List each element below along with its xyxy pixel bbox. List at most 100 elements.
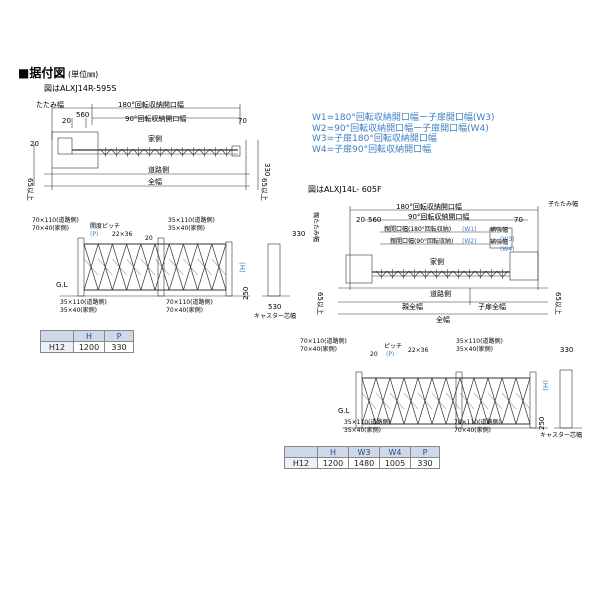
table-row: H12 1200 330 [40,341,134,353]
plan-b-oyaopen90: 親開口幅(90°回転収納) [390,237,453,245]
elev-b-d250: 250 [538,417,546,430]
elev-b-h: (H) [541,380,549,391]
elev-b-gl: G.L [338,407,350,415]
plan-b-open90: 90°回転収納開口幅 [408,212,469,221]
gate-member-line [458,270,465,278]
table-b-header-cell [284,446,318,458]
elevation-a-lattice [83,243,227,291]
model-a-label: 図はALXJ14R-595S [44,84,116,93]
width-legend: W1=180°回転収納開口幅ー子扉開口幅(W3) W2=90°回転収納開口幅ー子… [312,113,495,155]
plan-b-open180: 180°回転収納開口幅 [396,202,462,211]
gate-member-line [187,148,194,156]
plan-b-road: 道路側 [430,289,451,298]
gate-member-line [375,270,382,278]
table-a-header-cell [40,330,74,342]
plan-b-oya: 親たたみ幅 [312,212,320,242]
legend-w4: W4=子扉90°回転収納開口幅 [312,144,432,155]
elev-b-bot-l-road: 35×110(道路側) [344,418,391,426]
elev-a-caster: キャスター芯幅 [254,312,296,320]
gate-member-line [397,270,404,278]
gate-member-line [198,148,205,156]
gate-member-line [375,392,391,410]
gate-member-line [211,258,227,276]
elev-a-post-r-road: 35×110(道路側) [168,216,215,224]
plan-a-road: 道路側 [148,165,169,174]
elev-a-bot-l-road: 35×110(道路側) [60,298,107,306]
plan-a-open180: 180°回転収納開口幅 [118,100,184,109]
plan-b-house: 家側 [430,257,444,266]
spec-table-a: H P H12 1200 330 [40,330,134,353]
gate-member-line [485,270,492,278]
heading-title: ■据付図 [18,65,65,80]
gate-member-line [463,270,470,278]
gate-member-line [487,392,503,410]
gate-member-line [430,270,437,278]
gate-member-line [204,148,211,156]
elev-a-p: (P) [90,231,98,238]
plan-b-kozen: 子扉全幅 [478,302,506,311]
plan-b-d20: 20 [356,216,365,224]
table-b-header-cell: W3 [348,446,380,458]
gate-member-line [431,392,447,410]
elev-a-d20: 20 [145,235,153,242]
table-a-header-cell: P [104,330,134,342]
table-cell: H12 [284,457,318,469]
gate-member-line [469,270,476,278]
plan-b-d65: 65以上 [316,292,325,315]
table-b-header-cell: P [410,446,440,458]
gate-member-line [389,392,405,410]
table-cell: 1005 [379,457,411,469]
gate-member-line [417,392,433,410]
gate-member-line [220,148,227,156]
elevation-b-lattice [361,377,531,425]
elev-b-top-r-house: 35×40(家側) [456,345,493,353]
elev-b-top-r-road: 35×110(道路側) [456,337,503,345]
elev-a-pitch: 開度ピッチ [90,222,120,230]
table-cell: 330 [104,341,134,353]
plan-b-ko: 子たたみ幅 [548,200,578,208]
plan-a-house: 家側 [148,134,162,143]
gate-member-line [110,148,117,156]
gate-member-line [408,270,415,278]
elev-a-size: 22×36 [112,231,132,238]
gate-member-line [116,148,123,156]
elev-a-bot-r-road: 70×110(道路側) [166,298,213,306]
gate-member-line [403,392,419,410]
elev-a-bot-l-house: 35×40(家側) [60,306,97,314]
elev-a-d330: 330 [292,230,305,238]
legend-w1: W1=180°回転収納開口幅ー子扉開口幅(W3) [312,113,495,123]
plan-b-d560: 560 [368,216,381,224]
elev-b-pitch: ピッチ [384,343,402,350]
table-b-header: H W3 W4 P [284,446,440,458]
gate-member-line [386,270,393,278]
elev-b-top-l-road: 70×110(道路側) [300,337,347,345]
gate-member-line [473,392,489,410]
gate-member-line [182,148,189,156]
plan-view-a [33,104,259,190]
gate-member-line [480,270,487,278]
elev-b-top-l-house: 70×40(家側) [300,345,337,353]
elev-a-bot-r-house: 70×40(家側) [166,306,203,314]
elev-b-d20: 20 [370,351,378,358]
elev-b-d330: 330 [560,346,573,354]
plan-b-hosei-2: 補強幅 [490,238,508,246]
plan-b-total: 全幅 [436,315,450,324]
table-cell: 330 [410,457,440,469]
elevation-view-b [342,369,582,429]
plan-a-open90: 90°回転収納開口幅 [125,114,186,123]
elev-a-gl: G.L [56,281,68,289]
plan-a-d20: 20 [62,117,71,125]
gate-member-line [183,258,198,276]
plan-a-d70: 70 [238,117,247,125]
gate-member-line [160,148,167,156]
gate-member-line [226,148,233,156]
gate-member-line [83,258,99,276]
gate-member-line [197,258,212,276]
gate-member-line [425,270,432,278]
plan-a-d65-right: 65以上 [260,178,269,201]
plan-b-w3: (W3) [500,236,514,243]
gate-member-line [474,270,481,278]
plan-a-d65: 65以上 [26,178,35,201]
plan-b-oyaopen180: 親開口幅(180°回転収納) [384,225,451,233]
